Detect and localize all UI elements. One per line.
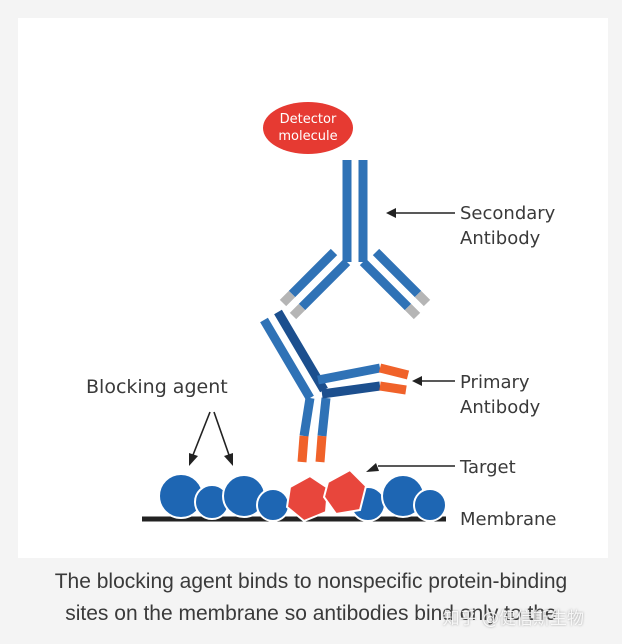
detector-label-line2: molecule [278,129,337,144]
detector-label-line1: Detector [280,112,337,127]
caption: The blocking agent binds to nonspecific … [0,560,622,644]
primary-label-line1: Primary [460,372,530,393]
diagram-panel: Detector molecule [18,18,608,558]
diagram-svg: Detector molecule [86,102,556,530]
blocking-agent-label: Blocking agent [86,376,228,398]
caption-line-1: The blocking agent binds to nonspecific … [54,570,568,593]
secondary-antibody [279,160,431,320]
membrane-label: Membrane [460,509,556,530]
target-proteins [285,468,368,523]
detector-molecule: Detector molecule [263,102,353,154]
diagram-labels: Secondary Antibody Primary Antibody Bloc… [86,203,556,530]
watermark: 知乎 @健信斯生物 [442,609,584,629]
caption-line-2: sites on the membrane so antibodies bind… [65,602,557,625]
label-arrows [189,208,455,472]
secondary-label-line2: Antibody [460,228,541,249]
detector-ellipse [263,102,353,154]
target-label: Target [459,457,516,478]
primary-label-line2: Antibody [460,397,541,418]
primary-antibody [260,309,410,463]
secondary-label-line1: Secondary [460,203,556,224]
